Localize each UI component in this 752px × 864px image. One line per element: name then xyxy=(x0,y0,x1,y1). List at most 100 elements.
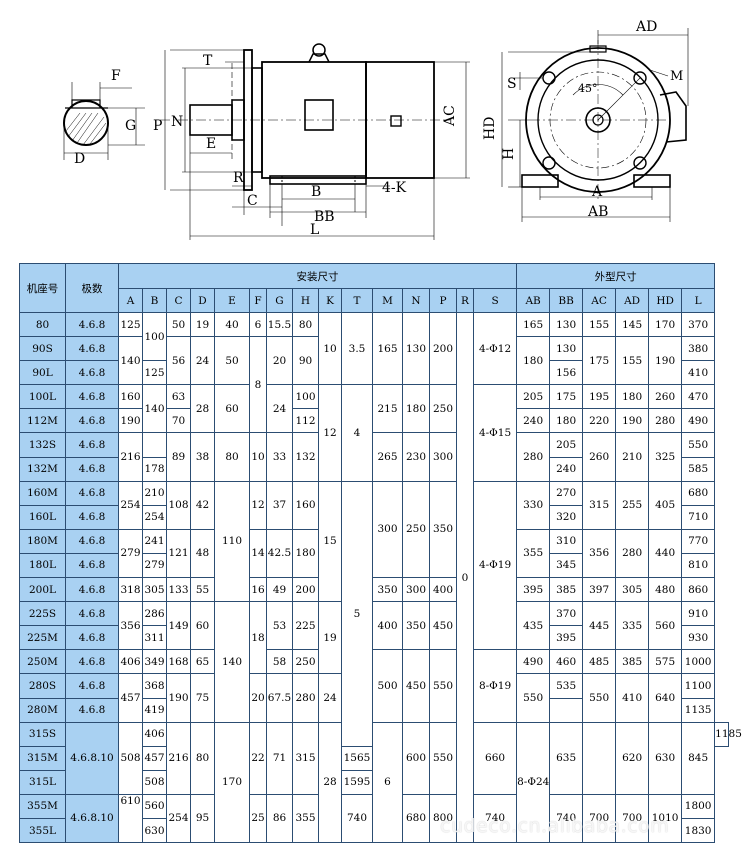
cell-B: 140 xyxy=(142,432,167,458)
cell-AC: 550 xyxy=(582,673,617,723)
cell-L: 1000 xyxy=(681,649,716,675)
cell-H: 100 xyxy=(292,384,319,410)
cell-AD: 155 xyxy=(615,336,650,386)
label-R: R xyxy=(233,170,244,186)
cell-K: 24 xyxy=(318,673,342,723)
cell-HD: 405 xyxy=(648,480,683,530)
cell-H: 180 xyxy=(292,528,319,579)
col-header: R xyxy=(456,288,474,313)
cell-E: 110 xyxy=(214,480,250,603)
cell-AC: 175 xyxy=(582,336,617,386)
cell-model: 280M xyxy=(19,697,66,723)
table-row: 315M 457 1565 xyxy=(19,745,729,771)
table-row: 225S 4.6.8 356 286 149 60 140 18 53 225 … xyxy=(19,601,729,723)
cell-M: 400 xyxy=(372,601,403,651)
table-row: 355L 630 1830 xyxy=(19,817,729,844)
cell-BB: 270 xyxy=(549,480,584,506)
col-header: HD xyxy=(648,288,683,313)
cell-L: 710 xyxy=(681,504,716,530)
cell-model: 132S xyxy=(19,432,66,458)
cell-poles: 4.6.8.10 xyxy=(65,793,119,844)
cell-D: 65 xyxy=(190,649,215,675)
cell-G: 42.5 xyxy=(266,528,293,579)
cell-T: 3.5 xyxy=(341,311,373,386)
cell-AB: 740 xyxy=(472,793,518,844)
cell-L: 1800 xyxy=(681,793,716,819)
lifting-eye xyxy=(312,43,326,57)
cell-AD: 180 xyxy=(615,384,650,410)
cell-F: 20 xyxy=(249,673,267,723)
cell-HD: 280 xyxy=(648,408,683,434)
cell-D: 80 xyxy=(190,721,215,795)
cell-L: 770 xyxy=(681,528,716,554)
cell-D: 95 xyxy=(190,793,215,844)
cell-HD: 440 xyxy=(648,528,683,579)
label-A: A xyxy=(591,184,603,200)
col-header: T xyxy=(341,288,373,313)
table-row: 200L 4.6.8 318 305 133 55 16 49 200 350 … xyxy=(19,577,729,603)
cell-N: 300 xyxy=(402,577,430,603)
label-M: M xyxy=(670,69,683,84)
cell-A: 190 xyxy=(118,408,143,434)
label-B: B xyxy=(311,184,321,200)
cell-T: 5 xyxy=(341,480,373,747)
cell-G: 67.5 xyxy=(266,673,293,723)
cell-F: 18 xyxy=(249,601,267,675)
cell-C: 254 xyxy=(166,793,191,844)
cell-B: 311 xyxy=(142,625,167,651)
cell-AD: 305 xyxy=(615,577,650,603)
cell-A: 216 xyxy=(118,432,143,482)
cell-D: 42 xyxy=(190,480,215,530)
cell-model: 355L xyxy=(19,817,66,844)
label-T: T xyxy=(203,53,213,69)
header-install-dims: 安装尺寸 xyxy=(117,263,518,289)
cell-BB: 205 xyxy=(549,432,584,458)
cell-C: 63 xyxy=(166,384,191,410)
cell-N: 450 xyxy=(402,649,430,723)
label-C: C xyxy=(247,193,258,209)
table-row: 90S 4.6.8 140 56 24 50 8 20 90 180 130 1… xyxy=(19,336,729,434)
cell-M: 215 xyxy=(372,384,403,434)
cell-N: 250 xyxy=(402,480,430,579)
cell-AC: 260 xyxy=(582,432,617,482)
cell-poles: 4.6.8 xyxy=(65,336,119,362)
cell-C: 133 xyxy=(166,577,191,603)
cell-AD: 700 xyxy=(615,793,650,844)
cell-N: 130 xyxy=(402,311,430,386)
cell-K: 19 xyxy=(318,601,342,675)
cell-T: 4 xyxy=(341,384,373,482)
cell-AB: 635 xyxy=(549,721,584,795)
motor-foot xyxy=(269,175,367,185)
cell-AB: 395 xyxy=(516,577,551,603)
cell-poles: 4.6.8 xyxy=(65,649,119,675)
cell-E: 170 xyxy=(214,721,250,844)
dimension-table: 机座号 极数 安装尺寸 外型尺寸 A B C D E F G H K T M N… xyxy=(19,263,742,844)
cell-E: 60 xyxy=(214,384,250,434)
cell-model: 315L xyxy=(19,769,66,795)
cell-G: 20 xyxy=(266,336,293,386)
bolt-hole xyxy=(633,156,647,170)
label-BB: BB xyxy=(314,209,335,225)
cell-poles: 4.6.8 xyxy=(65,601,119,627)
cell-C: 50 xyxy=(166,311,191,338)
cell-AB: 280 xyxy=(516,432,551,482)
cell-AC: 485 xyxy=(582,649,617,675)
cell-P: 450 xyxy=(429,601,457,651)
cell-HD: 190 xyxy=(648,336,683,386)
dimension-drawings: F G D xyxy=(0,0,752,262)
end-foot-right xyxy=(633,174,671,188)
cell-poles: 4.6.8 xyxy=(65,384,119,410)
cell-BB: 370 xyxy=(549,601,584,627)
cell-AC: 220 xyxy=(582,408,617,434)
cell-S: 8-Φ19 xyxy=(472,649,518,723)
cell-L: 930 xyxy=(681,625,716,651)
cell-H: 250 xyxy=(292,649,319,675)
table-row: 250M 4.6.8 406 349 168 65 58 250 500 450… xyxy=(19,649,729,723)
cell-G: 49 xyxy=(266,577,293,603)
cell-AB: 165 xyxy=(516,311,551,338)
label-AC: AC xyxy=(442,105,458,127)
cell-F: 6 xyxy=(249,311,267,338)
cell-A: 125 xyxy=(118,311,143,338)
cell-BB: 175 xyxy=(549,384,584,410)
end-terminal-box xyxy=(659,91,687,143)
